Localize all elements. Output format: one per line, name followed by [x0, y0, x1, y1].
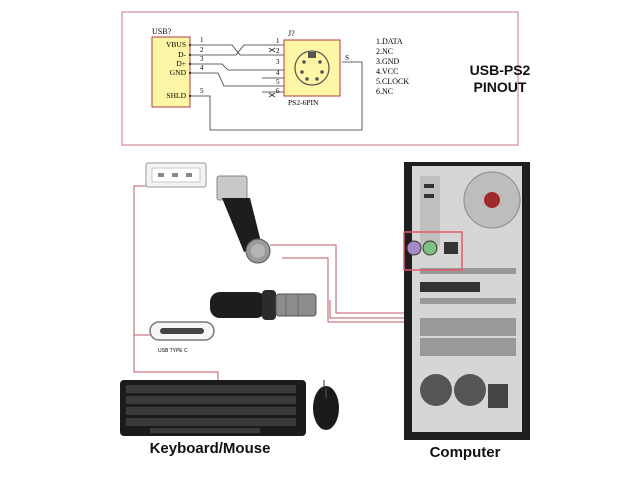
ps2-pin-num-5: 5 — [276, 78, 280, 86]
usb-to-ps2-adapter-icon — [216, 175, 271, 264]
usb-pin-num-5: 5 — [200, 87, 204, 95]
ps2-component-name: J? — [288, 29, 295, 38]
ps2-plug-adapter-icon — [210, 290, 317, 320]
usb-pin-shld: SHLD — [166, 91, 186, 100]
pinout-list: 1.DATA 2.NC 3.GND 4.VCC 5.CLOCK 6.NC — [376, 37, 409, 96]
keyboard-icon — [120, 380, 306, 436]
usb-type-c-port-icon — [149, 321, 215, 341]
line-usb-a-to-typec — [133, 185, 200, 336]
wire-gnd — [190, 72, 284, 87]
pinout-item-5: 5.CLOCK — [376, 77, 409, 86]
nc-mark-2 — [268, 47, 276, 53]
shield-label: S — [345, 53, 349, 62]
usb-pin-dminus: D- — [178, 50, 186, 59]
ps2-pin-num-6: 6 — [276, 87, 280, 95]
usb-pin-dplus: D+ — [176, 59, 186, 68]
ps2-pin-num-4: 4 — [276, 69, 280, 77]
usb-pin-numbers: 1 2 3 4 5 — [200, 36, 204, 95]
computer-tower-icon — [404, 162, 530, 440]
ps2-pin-num-3: 3 — [276, 58, 280, 66]
mouse-icon — [313, 380, 339, 430]
wire-vbus — [190, 44, 284, 56]
usb-pin-num-2: 2 — [200, 46, 204, 54]
pinout-title-line1: USB-PS2 — [469, 62, 531, 78]
line-typec-to-keyboard — [133, 335, 219, 380]
usb-component-name: USB? — [152, 27, 172, 36]
ps2-ports-icon — [406, 240, 458, 256]
usb-a-plug-icon — [145, 162, 207, 188]
pinout-item-6: 6.NC — [376, 87, 393, 96]
ps2-pin-num-2: 2 — [276, 47, 280, 55]
pinout-item-1: 1.DATA — [376, 37, 403, 46]
pinout-item-4: 4.VCC — [376, 67, 398, 76]
keyboard-mouse-caption: Keyboard/Mouse — [149, 440, 271, 457]
wire-dminus — [190, 44, 284, 56]
line-adapter2-to-port — [282, 257, 440, 323]
usb-pin-vbus: VBUS — [166, 40, 186, 49]
usb-pin-labels: VBUS D- D+ GND SHLD — [166, 40, 187, 100]
wire-dplus — [190, 63, 284, 71]
wire-junction-dots — [188, 43, 192, 98]
line-plug-to-port — [329, 300, 420, 319]
ps2-socket-icon — [294, 50, 330, 86]
wire-shield — [190, 61, 363, 131]
pinout-item-3: 3.GND — [376, 57, 400, 66]
usb-pin-gnd: GND — [170, 68, 187, 77]
ps2-pin-num-1: 1 — [276, 37, 280, 45]
pinout-item-2: 2.NC — [376, 47, 393, 56]
line-adapter1-to-ps2-port — [270, 244, 440, 314]
usb-pin-num-4: 4 — [200, 64, 204, 72]
usb-pin-num-1: 1 — [200, 36, 204, 44]
schematic-wires — [190, 44, 363, 131]
ps2-pin-numbers: 1 2 3 4 5 6 — [276, 37, 280, 95]
usb-type-c-label: USB TYPE C — [158, 348, 188, 354]
usb-component-box — [151, 36, 191, 108]
nc-mark-6 — [268, 92, 276, 98]
usb-pin-num-3: 3 — [200, 55, 204, 63]
ps2-connector-label: PS2-6PIN — [288, 98, 319, 107]
pinout-title-line2: PINOUT — [473, 79, 527, 95]
computer-caption: Computer — [429, 444, 501, 461]
ps2-port-highlight — [403, 231, 463, 271]
